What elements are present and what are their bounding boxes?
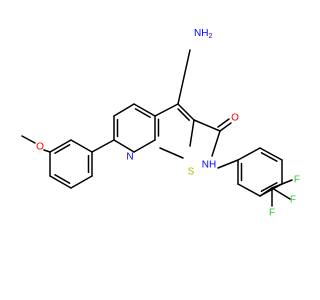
thiophene-bond-3 <box>189 119 195 147</box>
methoxyphenyl-bond-4 <box>49 175 72 189</box>
molecule-diagram: NH2 O S N NH O F F F <box>21 28 300 219</box>
carbonyl-bond <box>219 122 232 132</box>
aryl-bond-5 <box>237 183 261 197</box>
atom-label-nh2: NH2 <box>194 28 212 40</box>
atom-label-pyridine-nitrogen: N <box>126 152 133 163</box>
aryl-bond-1 <box>237 147 261 161</box>
pyridine-bond-2 <box>133 103 156 117</box>
pyridine-bond-5 <box>113 139 135 153</box>
methoxyphenyl-double-2 <box>54 174 71 184</box>
atom-label-amide-nh: NH <box>202 160 216 171</box>
carboxamide-bond <box>193 119 221 132</box>
atom-label-fluorine-3: F <box>269 208 275 219</box>
atom-label-ether-oxygen: O <box>36 142 44 153</box>
cf3-bond <box>259 187 273 197</box>
aryl-double-2 <box>260 182 278 192</box>
methyl-bond <box>21 135 36 144</box>
methoxyphenyl-double-1 <box>54 144 71 154</box>
carbonyl-double <box>217 118 230 128</box>
methoxyphenyl-bond-1 <box>70 139 93 153</box>
methoxyphenyl-bond-2 <box>49 139 72 153</box>
amide-cn-bond <box>211 130 221 157</box>
pyridine-bond-1 <box>113 103 135 117</box>
biaryl-bond <box>91 139 115 153</box>
pyridine-double-1 <box>134 108 151 119</box>
cf-bond-2 <box>271 187 291 200</box>
atom-label-amide-oxygen: O <box>231 113 239 124</box>
ether-bond <box>43 149 51 153</box>
structure-drawing: NH2 O S N NH O F F F <box>21 28 300 219</box>
pyridine-bond-4 <box>133 139 156 153</box>
cf-bond-1 <box>271 179 293 189</box>
amide-aryl-bond <box>217 159 239 169</box>
thiophene-bond-2 <box>177 103 195 121</box>
aryl-bond-2 <box>259 147 283 161</box>
atom-label-fluorine-1: F <box>294 175 300 186</box>
thiophene-bond-4 <box>159 147 184 159</box>
methoxyphenyl-bond-5 <box>70 175 93 189</box>
atom-label-sulfur: S <box>188 167 195 178</box>
atom-label-fluorine-2: F <box>290 195 296 206</box>
thiophene-double-1 <box>177 108 190 121</box>
thiophene-bond-1 <box>154 103 179 117</box>
amino-bond <box>177 49 191 105</box>
aryl-double-1 <box>260 152 278 162</box>
